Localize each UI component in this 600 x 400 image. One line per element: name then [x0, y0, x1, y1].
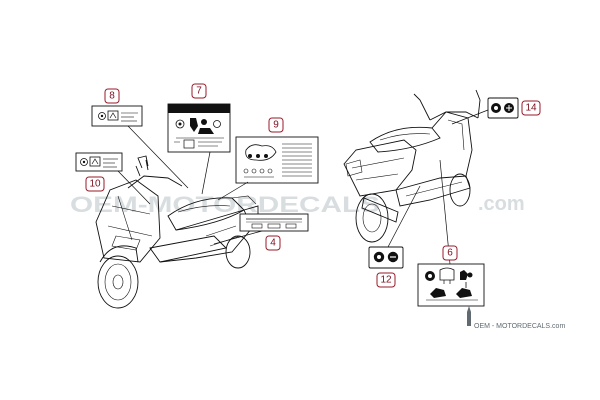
scooter-front-view: [95, 155, 259, 309]
callout-8: 8: [104, 88, 120, 104]
callout-10: 10: [85, 176, 105, 192]
callout-6-number: 6: [447, 248, 453, 259]
decal-7-panel: [167, 103, 231, 153]
decal-10-panel: [75, 152, 123, 172]
decal-6-panel: [417, 263, 485, 307]
callout-4-number: 4: [270, 238, 276, 249]
site-credit: OEM - MOTORDECALS.com: [467, 306, 565, 330]
scooter-rear-view: [343, 89, 481, 243]
callout-12-number: 12: [380, 275, 392, 286]
callout-6: 6: [442, 245, 458, 261]
callout-12: 12: [376, 272, 396, 288]
callout-9-number: 9: [273, 120, 279, 131]
callout-8-number: 8: [109, 91, 115, 102]
decal-9-panel: [235, 136, 319, 184]
decal-14-panel: [487, 97, 519, 119]
callout-7-number: 7: [196, 86, 202, 97]
decal-8-panel: [91, 105, 143, 127]
callout-9: 9: [268, 117, 284, 133]
callout-10-number: 10: [89, 179, 101, 190]
callout-14-number: 14: [525, 103, 537, 114]
decal-12-panel: [368, 246, 404, 269]
watermark-right-text: .com: [478, 193, 525, 215]
callout-4: 4: [265, 235, 281, 251]
credit-logo-icon: [467, 306, 471, 326]
callout-14: 14: [521, 100, 541, 116]
credit-text: OEM - MOTORDECALS.com: [474, 323, 565, 330]
callout-7: 7: [191, 83, 207, 99]
decal-4-panel: [239, 213, 309, 232]
